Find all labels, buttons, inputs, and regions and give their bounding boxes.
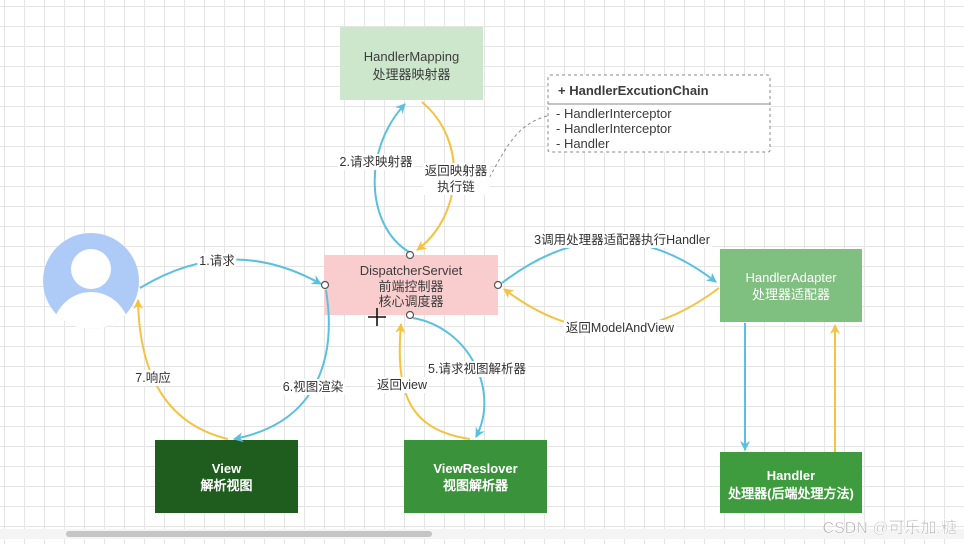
view-subtitle: 解析视图 (199, 478, 252, 493)
edge-label-response: 7.响应 (133, 370, 173, 386)
dispatcher-servlet-node[interactable]: DispatcherServiet 前端控制器 核心调度器 (324, 255, 498, 315)
edge-label-return-chain-line: 返回映射器 (424, 164, 488, 178)
edge-label-request: 1.请求 (197, 253, 237, 269)
edge-label-return-view: 返回view (374, 377, 430, 393)
execution-chain-annotation-connector[interactable] (487, 115, 548, 181)
edge-render-view-arrow[interactable] (233, 289, 330, 443)
user-avatar-icon[interactable] (43, 233, 139, 374)
edge-label-request-mapping: 2.请求映射器 (337, 154, 415, 170)
execution-chain-member: - HandlerInterceptor (556, 106, 672, 121)
handler-title: Handler (767, 468, 815, 483)
connection-port-top[interactable] (405, 250, 415, 260)
handler-adapter-title: HandlerAdapter (745, 270, 837, 285)
execution-chain-header: + HandlerExcutionChain (558, 83, 709, 98)
horizontal-scrollbar-thumb[interactable] (66, 531, 432, 537)
handler-mapping-node[interactable]: HandlerMapping 处理器映射器 (340, 27, 483, 100)
dispatcher-servlet-title: DispatcherServiet (360, 263, 463, 278)
execution-chain-frame (547, 74, 771, 153)
handler-mapping-title: HandlerMapping (364, 49, 459, 64)
view-title: View (212, 461, 242, 476)
edge-response-arrow[interactable] (133, 299, 229, 440)
edge-label-request-view-resolver: 5.请求视图解析器 (426, 361, 528, 377)
view-resolver-box (404, 440, 547, 513)
view-node[interactable]: View 解析视图 (155, 440, 298, 513)
edge-return-view-arrow[interactable] (395, 323, 471, 440)
connection-port-left[interactable] (320, 280, 330, 290)
edge-label-return-chain: 返回映射器 执行链 (422, 163, 490, 195)
edge-label-render-view: 6.视图渲染 (280, 379, 346, 395)
view-resolver-title: ViewReslover (433, 461, 517, 476)
handler-mapping-subtitle: 处理器映射器 (372, 67, 450, 82)
dispatcher-servlet-description: 核心调度器 (378, 294, 443, 309)
edge-label-return-model-and-view: 返回ModelAndView (563, 320, 677, 336)
connection-port-right[interactable] (493, 280, 503, 290)
handler-adapter-box (720, 249, 862, 322)
execution-chain-member: - HandlerInterceptor (556, 121, 672, 136)
handler-mapping-box (340, 27, 483, 100)
horizontal-scrollbar-track[interactable] (0, 529, 964, 539)
dispatcher-servlet-box (324, 255, 498, 315)
edge-request-mapping-arrow[interactable] (373, 103, 410, 253)
handler-node[interactable]: Handler 处理器(后端处理方法) (720, 452, 862, 513)
handler-box (720, 452, 862, 513)
watermark: CSDN @可乐加.糖 (823, 519, 957, 537)
handler-adapter-node[interactable]: HandlerAdapter 处理器适配器 (720, 249, 862, 322)
avatar-person-silhouette (52, 249, 130, 329)
edge-label-return-chain-line: 执行链 (437, 180, 475, 194)
execution-chain-class-box[interactable]: + HandlerExcutionChain - HandlerIntercep… (547, 74, 771, 153)
handler-subtitle: 处理器(后端处理方法) (727, 486, 854, 501)
edge-label-call-adapter: 3调用处理器适配器执行Handler (532, 232, 712, 248)
view-resolver-node[interactable]: ViewReslover 视图解析器 (404, 440, 547, 513)
connection-port-bottom[interactable] (405, 310, 415, 320)
handler-adapter-subtitle: 处理器适配器 (752, 287, 830, 302)
crosshair-cursor-icon (368, 308, 386, 326)
view-resolver-subtitle: 视图解析器 (443, 478, 509, 493)
execution-chain-member: - Handler (556, 136, 610, 151)
view-box (155, 440, 298, 513)
dispatcher-servlet-subtitle: 前端控制器 (378, 279, 443, 294)
